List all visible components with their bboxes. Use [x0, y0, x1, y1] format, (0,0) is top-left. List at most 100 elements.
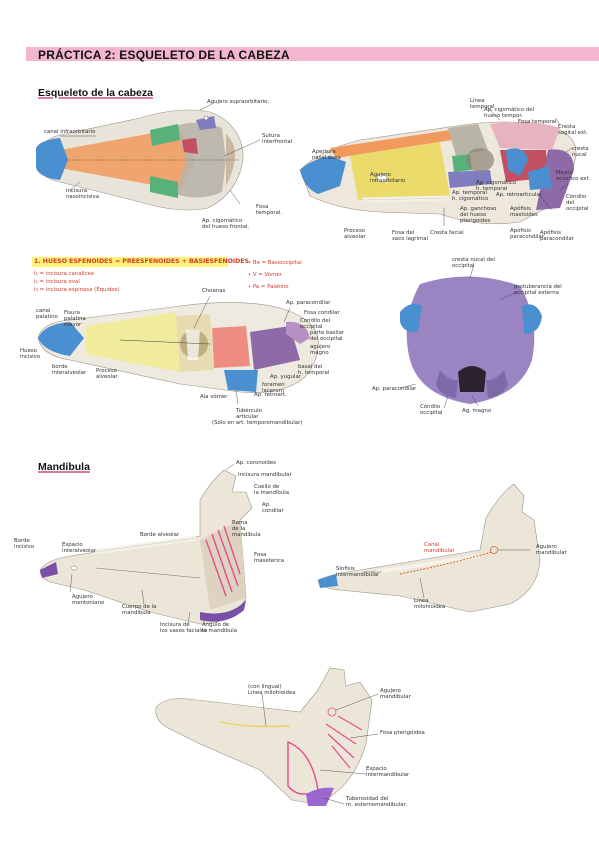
basioccipital-purple	[250, 326, 300, 370]
label-foramen-lacerum: foramen lacerum	[262, 382, 285, 395]
label-cresta-nucal: cresta nucal	[572, 146, 589, 159]
label-proceso-alveolar-lat: Proceso alveolar	[344, 228, 366, 241]
label-linea-temporal: Línea temporal	[470, 98, 495, 111]
label-condilo-occipital-ven: Condilo del occipital	[300, 318, 331, 331]
label-rama: Rama de la mandíbula	[232, 520, 261, 539]
mandible-medial-view-2	[155, 667, 379, 806]
skull-caudal-view	[399, 263, 542, 409]
maxilla-lateral	[350, 142, 450, 200]
label-agujero-magno-caudal: Ag. magno	[462, 408, 492, 414]
condyle-left	[436, 370, 458, 398]
mandible-medial-outline	[317, 483, 541, 613]
mandible-medial-view	[317, 483, 541, 613]
temporal-blue-ventral	[224, 370, 258, 392]
skull-ventral-view	[37, 295, 319, 405]
label-ap-mastoides: Apófisis mastoides	[510, 206, 538, 219]
incisive-lateral	[300, 156, 346, 194]
zygomatic-dorsal	[196, 116, 216, 130]
pterygoid-lines	[325, 715, 363, 769]
caudal-blue-right	[522, 304, 542, 334]
legend-pa: • Pa = Palatino	[248, 284, 289, 290]
title-bar	[26, 47, 599, 61]
label-note: (Sólo en art. temporomandibular)	[212, 420, 303, 426]
masseteric-lines	[205, 525, 241, 597]
label-fosa-temporal-lat: Fosa temporal	[518, 119, 557, 125]
label-parte-basilar: parte basilar del occipital	[310, 330, 345, 343]
label-hueso-incisivo: Hueso incisivo	[20, 348, 41, 361]
occipital-lateral	[536, 149, 574, 210]
supraorbital-foramen-dot	[203, 115, 209, 121]
infraorbital-foramen	[376, 173, 388, 183]
orbit	[466, 148, 494, 172]
sphenoid-red	[212, 326, 250, 368]
label-fisura-palatina: Fisura palatina mayor	[64, 310, 86, 329]
section-title-mandible: Mandíbula	[38, 461, 90, 473]
label-ap-condilar: Ap. condilar	[262, 502, 284, 515]
label-cresta-nucal-caudal: cresta nucal del occipital	[452, 257, 495, 270]
mental-foramen	[70, 565, 78, 571]
label-borde-incisivo: Borde incisivo	[14, 538, 35, 551]
legend-i1: I₁ = incisura canalícea	[34, 271, 95, 277]
lacrimal-bone	[182, 138, 198, 154]
label-ap-retroarticular-ven: Ap. retroart.	[254, 392, 287, 398]
legend-be: • Be = Basioccipital	[248, 260, 302, 266]
label-sutura-interfrontal: Sutura interfrontal	[262, 133, 293, 146]
label-cuello: Cuello de la mandíbula	[254, 484, 290, 497]
label-ap-yugular-lat: Apófisis paracondilar	[510, 228, 544, 241]
parietal-dorsal	[226, 134, 235, 186]
tuberosity-purple	[306, 787, 334, 806]
legend-i2: I₂ = incisura oval	[34, 279, 80, 285]
label-basal-temporal: basal del h. temporal	[298, 364, 330, 377]
label-fosa-condilar: Fosa condilar	[304, 310, 340, 316]
label-fosa-maseterica: Fosa maseterica	[254, 552, 285, 565]
legend-header: 1. HUESO ESFENOIDES = PREESFENOIDES + BA…	[34, 258, 249, 265]
mandibular-foramen	[490, 546, 498, 554]
label-canal-mandibular: Canal mandibular	[424, 542, 455, 555]
label-espacio-intermandibular: Espacio intermandibular	[366, 766, 410, 779]
label-ap-cigomatico-temporal-2: Ap. cigomático h. temporal	[476, 180, 517, 193]
label-condilo-occipital-caudal: Cóndilo occipital	[420, 404, 443, 417]
mylohyoid-line	[219, 721, 291, 728]
mandible-lateral-view	[39, 463, 253, 625]
label-angulo: Ángulo de la mandíbula	[202, 622, 238, 635]
skull-dorsal-view	[35, 103, 261, 211]
legend-highlight	[32, 257, 228, 267]
legend-i3: I₃ = incisura espinosa (Équidos)	[34, 287, 120, 293]
label-tuberculo-articular: Tubérculo articular	[236, 408, 262, 421]
label-condilo-occipital-lat: Cóndilo del occipital	[566, 194, 589, 213]
palatine-process	[86, 312, 180, 372]
label-agujero-mandibular-2: Agujero mandibular	[380, 688, 411, 701]
label-agujero-mandibular: Agujero mandibular	[536, 544, 567, 557]
label-cuerpo: Cuerpo de la mandíbula	[122, 604, 157, 617]
label-ap-paracondilar-caudal: Ap. paracondilar	[372, 386, 417, 392]
angle-purple	[200, 600, 246, 622]
mandible-medial2-outline	[155, 667, 373, 805]
label-agujero-mentoniano: Agujero mentoniano	[72, 594, 105, 607]
label-proceso-alveolar-ven: Proceso alveolar	[96, 368, 118, 381]
label-canal-palatino: canal palatino	[36, 308, 58, 321]
tympanic-blue	[528, 166, 552, 190]
label-cresta-facial: Cresta facial	[430, 230, 464, 236]
label-ap-cigomatico-temporal: Ap. cigomático del hueso tempor.	[484, 107, 535, 120]
label-ap-yugular-ven: Ap. yugular	[270, 374, 301, 380]
mandibular-canal	[399, 551, 493, 575]
label-ap-paracondilar-lat: Apófisis paracondilar	[540, 230, 574, 243]
nasal-bone-lateral	[330, 130, 452, 158]
petrous-blue	[506, 148, 528, 176]
label-linea-milohioidea-2: (con lingual) Línea milohioidea	[248, 684, 296, 697]
label-agujero-magno-ven: agujero magno	[310, 344, 331, 357]
label-tuberosidad: Tuberosidad del m. esternomandibular.	[346, 796, 408, 809]
medial-incisor	[318, 574, 338, 588]
mandibular-foramen-2	[327, 707, 337, 717]
label-incisura-mandibular: Incisura mandibular	[238, 472, 292, 478]
caudal-blue-left	[400, 304, 422, 333]
label-protuberancia: protuberancia del occipital externa	[514, 284, 562, 297]
label-fosa-saco-lagrimal: Fosa del saco lagrimal	[392, 230, 429, 243]
condyle-right	[486, 370, 508, 398]
label-ap-paracondilar-ven: Ap. paracondilar	[286, 300, 331, 306]
label-ap-retroarticular: Ap. retroarticular	[496, 192, 542, 198]
incisive-bone	[36, 138, 68, 180]
label-ap-ganchoso: Ap. ganchoso del hueso pterigoides	[460, 206, 497, 225]
label-borde-interalveolar: borde interalveolar	[52, 364, 87, 377]
